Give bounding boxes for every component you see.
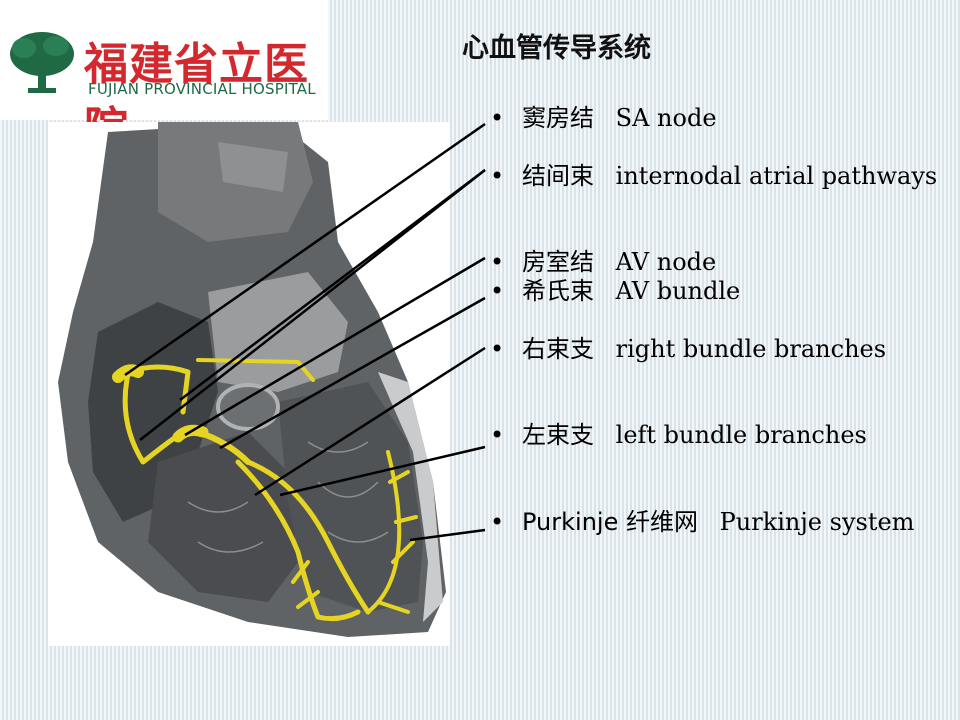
item-chinese-term: Purkinje 纤维网 [522,508,698,536]
slide-title: 心血管传导系统 [462,33,651,64]
list-item: • 左束支 left bundle branches [490,421,960,450]
left-bundle-branch [245,459,371,615]
item-english-term: Purkinje system [719,508,915,536]
leader-sa-node [124,122,486,377]
item-english-term: left bundle branches [615,421,867,449]
list-item: • 窦房结 SA node [490,104,960,133]
inner-wall [378,372,443,622]
trabeculae [187,441,389,553]
leader-internodal [139,169,486,441]
item-chinese-term: 房室结 [522,248,594,276]
list-item: • 结间束 internodal atrial pathways [490,162,960,191]
purkinje-fibers [291,450,418,614]
bullet-icon: • [490,104,505,132]
list-item: • 右束支 right bundle branches [490,335,960,364]
list-item: • 房室结 AV node [490,248,960,277]
item-chinese-term: 左束支 [522,421,594,449]
leader-av-bundle [219,296,486,450]
item-chinese-term: 希氏束 [522,277,594,305]
leader-internodal-b [179,169,486,401]
leader-purkinje [409,528,486,542]
leader-av-node [184,256,486,437]
list-item: • Purkinje 纤维网 Purkinje system [490,508,960,537]
item-english-term: SA node [615,104,717,132]
item-english-term: internodal atrial pathways [615,162,938,190]
bullet-icon: • [490,248,505,276]
tree-logo-icon [10,32,74,93]
logo-english-name: FUJIAN PROVINCIAL HOSPITAL [88,80,316,98]
bullet-icon: • [490,335,505,363]
item-english-term: AV bundle [615,277,741,305]
leader-left-bundle [279,445,486,497]
leader-right-bundle [254,346,486,497]
bullet-icon: • [490,508,505,536]
valve-ring [216,383,280,431]
item-english-term: right bundle branches [615,335,887,363]
item-chinese-term: 结间束 [522,162,594,190]
internodal-pathways [122,364,191,465]
item-chinese-term: 窦房结 [522,104,594,132]
bullet-icon: • [490,421,505,449]
bullet-icon: • [490,162,505,190]
bullet-icon: • [490,277,505,305]
list-item: • 希氏束 AV bundle [490,277,960,306]
right-bundle-branch [235,459,361,622]
item-chinese-term: 右束支 [522,335,594,363]
item-english-term: AV node [615,248,717,276]
right-ventricle [148,432,298,602]
